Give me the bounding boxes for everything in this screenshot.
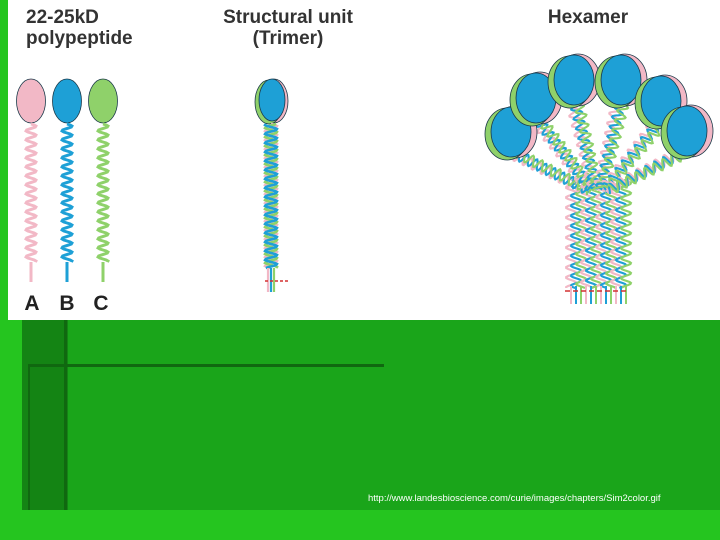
slide-divider-line-v2 — [28, 364, 30, 510]
hexamer-head-3-b — [600, 54, 642, 106]
hexamer-stalk-coil-11 — [619, 178, 633, 289]
header-structural-unit: Structural unit (Trimer) — [206, 7, 370, 49]
trimer-coil-a — [263, 122, 279, 270]
hexamer-head-2-b — [553, 54, 595, 106]
header-polypeptide-line1: 22-25kD — [26, 7, 99, 28]
polypeptide-a-head — [16, 78, 46, 124]
slide-bottom-light-band — [0, 510, 720, 540]
polypeptide-c-head — [88, 78, 118, 124]
header-structural-unit-line1: Structural unit — [223, 7, 353, 28]
trimer-coil-b — [263, 123, 279, 270]
slide-divider-line-h — [28, 364, 384, 367]
hexamer-arm-3-1 — [594, 99, 627, 192]
hexamer-arm-1-1 — [535, 115, 596, 191]
polypeptide-b-coil — [60, 122, 74, 263]
trimer-head-b — [258, 78, 286, 122]
header-hexamer: Hexamer — [547, 7, 629, 28]
polypeptide-a-coil — [24, 122, 38, 263]
chain-label-a: A — [24, 292, 40, 315]
slide-divider-line-v1 — [64, 320, 67, 510]
figure-panel: 22-25kD polypeptide Structural unit (Tri… — [8, 0, 720, 320]
polypeptide-c-coil — [96, 122, 110, 263]
hexamer-arm-5-2 — [607, 149, 692, 194]
trimer-coil-c — [263, 122, 279, 269]
header-structural-unit-line2: (Trimer) — [252, 28, 324, 49]
hexamer-head-5-b — [666, 105, 708, 157]
hexamer-arm-4-1 — [601, 120, 665, 194]
header-polypeptide: 22-25kD polypeptide — [26, 7, 133, 49]
polypeptide-b-head — [52, 78, 82, 124]
source-url: http://www.landesbioscience.com/curie/im… — [368, 493, 661, 504]
chain-label-b: B — [59, 292, 75, 315]
protein-assembly-diagram — [16, 53, 714, 304]
hexamer-stalk-coil-1 — [569, 179, 583, 290]
chain-label-c: C — [93, 292, 109, 315]
header-polypeptide-line2: polypeptide — [26, 28, 133, 49]
hexamer-stalk-coil-10 — [614, 179, 628, 290]
hexamer-arm-2-1 — [569, 99, 601, 191]
